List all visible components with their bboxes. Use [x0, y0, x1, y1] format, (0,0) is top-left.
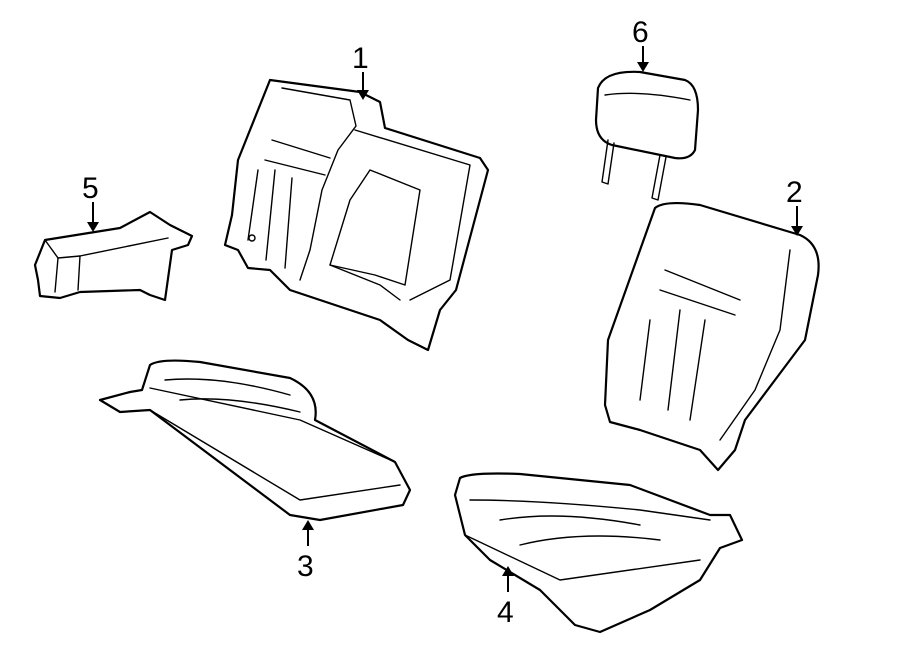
callout-label-3: 3	[297, 550, 314, 583]
callout-label-5: 5	[82, 172, 99, 205]
callout-label-1: 1	[352, 42, 369, 75]
callout-label-2: 2	[786, 176, 803, 209]
callout-2: 2	[786, 176, 803, 236]
callout-label-4: 4	[497, 596, 514, 629]
part-seat-back-section[interactable]	[603, 201, 820, 472]
part-rear-seat-back[interactable]	[223, 78, 490, 352]
part-armrest[interactable]	[33, 210, 194, 302]
part-headrest[interactable]	[594, 70, 700, 201]
callout-label-6: 6	[632, 16, 649, 49]
callout-6: 6	[632, 16, 649, 72]
callout-5: 5	[82, 172, 99, 232]
callout-3: 3	[297, 520, 314, 583]
part-rear-seat-cushion[interactable]	[98, 359, 412, 522]
callout-1: 1	[352, 42, 369, 100]
part-seat-cushion-section[interactable]	[453, 472, 744, 634]
callout-4: 4	[497, 566, 514, 629]
